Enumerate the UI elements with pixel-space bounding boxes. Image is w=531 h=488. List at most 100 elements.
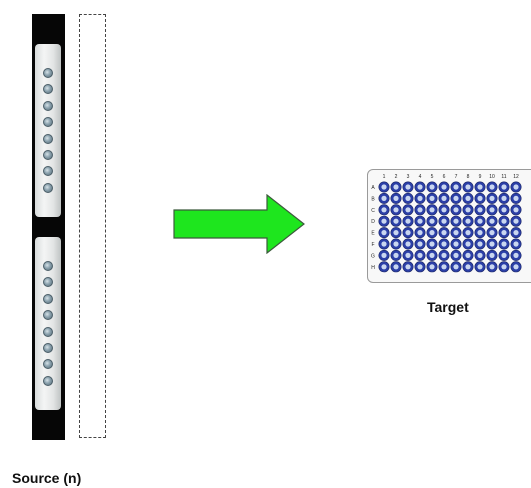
empty-source-slot: [79, 14, 106, 438]
plate-well-center: [393, 230, 399, 236]
plate-well-center: [501, 207, 507, 213]
plate-well-center: [465, 218, 471, 224]
plate-well-center: [381, 207, 387, 213]
plate-well-center: [405, 241, 411, 247]
plate-well-center: [405, 195, 411, 201]
plate-well-center: [501, 252, 507, 258]
plate-column-label: 7: [455, 174, 458, 180]
plate-well-center: [477, 195, 483, 201]
plate-well-center: [501, 264, 507, 270]
plate-well-center: [417, 241, 423, 247]
plate-well-center: [477, 264, 483, 270]
plate-well-center: [465, 230, 471, 236]
tube-well: [43, 326, 53, 337]
source-label: Source (n): [12, 470, 82, 486]
plate-well-center: [393, 184, 399, 190]
plate-well-center: [465, 264, 471, 270]
plate-column-label: 3: [407, 174, 410, 180]
plate-well-center: [417, 218, 423, 224]
plate-well-center: [513, 184, 519, 190]
plate-well-center: [477, 230, 483, 236]
tube-well: [43, 359, 53, 370]
plate-well-center: [405, 264, 411, 270]
plate-well-center: [501, 195, 507, 201]
tube-well: [43, 117, 53, 128]
plate-well-center: [453, 184, 459, 190]
plate-well-center: [453, 252, 459, 258]
plate-well-center: [489, 252, 495, 258]
plate-well-center: [381, 218, 387, 224]
plate-well-center: [429, 207, 435, 213]
plate-well-center: [441, 218, 447, 224]
plate-well-center: [441, 195, 447, 201]
plate-well-center: [477, 184, 483, 190]
tube-well: [43, 84, 53, 95]
plate-well-center: [453, 218, 459, 224]
tube-well: [43, 293, 53, 304]
plate-column-label: 1: [383, 174, 386, 180]
tube-well: [43, 261, 53, 271]
tube-well: [43, 133, 53, 144]
plate-well-center: [429, 252, 435, 258]
tube-strip-1: [35, 44, 61, 217]
plate-well-center: [489, 241, 495, 247]
plate-well-center: [417, 230, 423, 236]
plate-well-center: [489, 184, 495, 190]
tube-well: [43, 277, 53, 288]
plate-well-center: [381, 184, 387, 190]
plate-well-center: [405, 230, 411, 236]
plate-well-center: [465, 184, 471, 190]
plate-row-label: H: [371, 265, 375, 271]
plate-well-center: [429, 230, 435, 236]
plate-well-center: [513, 195, 519, 201]
plate-row-label: F: [371, 242, 374, 248]
plate-well-center: [429, 264, 435, 270]
plate-well-center: [417, 207, 423, 213]
plate-row-label: E: [371, 231, 375, 237]
plate-column-label: 8: [467, 174, 470, 180]
plate-well-center: [381, 195, 387, 201]
plate-well-center: [381, 252, 387, 258]
plate-well-center: [465, 241, 471, 247]
plate-well-center: [477, 241, 483, 247]
plate-well-center: [429, 184, 435, 190]
plate-well-center: [393, 241, 399, 247]
plate-row-label: A: [371, 185, 375, 191]
plate-well-center: [393, 218, 399, 224]
plate-well-center: [441, 252, 447, 258]
plate-column-label: 5: [431, 174, 434, 180]
plate-row-label: C: [371, 208, 375, 214]
plate-row-label: D: [371, 219, 375, 225]
tube-well: [43, 182, 53, 193]
plate-well-center: [501, 241, 507, 247]
tube-well: [43, 375, 53, 386]
plate-column-label: 9: [479, 174, 482, 180]
plate-well-center: [501, 218, 507, 224]
plate-well-center: [441, 184, 447, 190]
plate-column-label: 6: [443, 174, 446, 180]
plate-well-center: [465, 195, 471, 201]
plate-well-center: [441, 207, 447, 213]
plate-well-center: [489, 264, 495, 270]
target-label: Target: [427, 299, 469, 315]
transfer-arrow-icon: [173, 194, 305, 254]
tube-well: [43, 310, 53, 321]
plate-well-center: [405, 207, 411, 213]
plate-row-label: G: [371, 253, 375, 259]
tube-well: [43, 343, 53, 353]
tube-well: [43, 100, 53, 111]
plate-well-center: [501, 184, 507, 190]
plate-well-center: [477, 207, 483, 213]
plate-well-center: [489, 207, 495, 213]
plate-column-label: 2: [395, 174, 398, 180]
plate-well-center: [417, 252, 423, 258]
plate-well-center: [417, 195, 423, 201]
plate-well-center: [381, 241, 387, 247]
plate-well-center: [513, 264, 519, 270]
tube-well: [43, 150, 53, 160]
plate-well-center: [405, 218, 411, 224]
plate-column-label: 11: [501, 174, 506, 180]
plate-well-center: [453, 207, 459, 213]
